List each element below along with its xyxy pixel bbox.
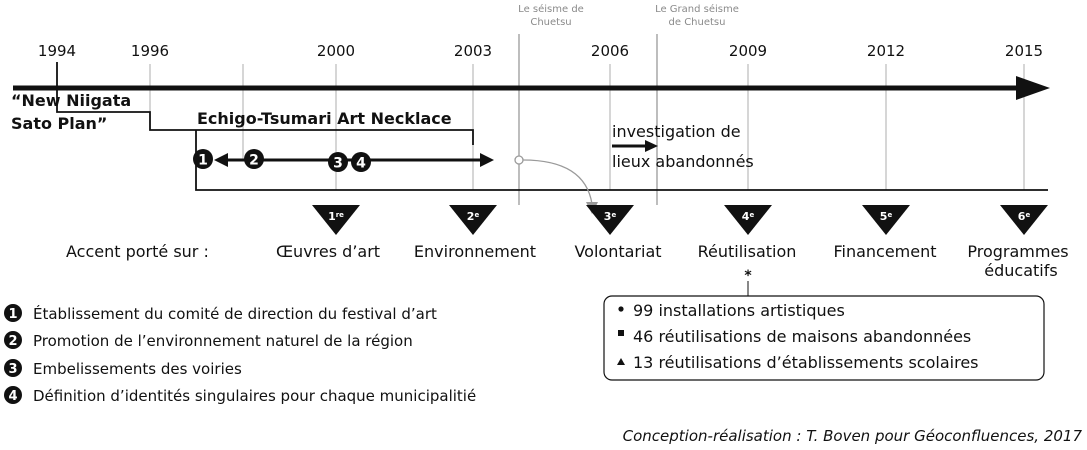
triangle-5-superscript: e: [887, 211, 892, 219]
reuse-bullet-circle-icon: [618, 306, 624, 312]
legend-item-1: 1 Établissement du comité de direction d…: [4, 304, 437, 323]
new-niigata-label-line2: Sato Plan”: [11, 114, 107, 133]
marker-1-number: 1: [198, 153, 208, 169]
investigation-arrow-head: [645, 140, 658, 152]
accent-label-programmes-line2: éducatifs: [984, 261, 1057, 280]
earthquake-chuetsu-line2: Chuetsu: [530, 17, 571, 28]
year-label-2012: 2012: [867, 42, 905, 60]
reuse-item-maisons: 46 réutilisations de maisons abandonnées: [633, 327, 971, 346]
new-niigata-plan-line: [56, 62, 474, 145]
year-label-2009: 2009: [729, 42, 767, 60]
accent-label-volontariat: Volontariat: [574, 242, 661, 261]
year-label-2006: 2006: [591, 42, 629, 60]
marker-3: 3: [328, 152, 348, 172]
legend-item-3-number: 3: [8, 362, 17, 377]
festival-period-arrow-left: [214, 153, 228, 167]
reuse-box: [603, 295, 1045, 381]
earthquake-chuetsu-line1: Le séisme de: [518, 3, 584, 15]
legend-item-1-number: 1: [8, 307, 17, 322]
reuse-item-installations: 99 installations artistiques: [633, 301, 845, 320]
accent-label-reutilisation: Réutilisation: [698, 242, 797, 261]
year-label-2015: 2015: [1005, 42, 1043, 60]
svg-text:2e: 2e: [467, 210, 480, 223]
marker-4: 4: [351, 152, 371, 172]
reuse-item-etablissements: 13 réutilisations d’établissements scola…: [633, 353, 979, 372]
year-label-1994: 1994: [38, 42, 76, 60]
triangle-5: 5e: [862, 205, 910, 235]
festival-period-arrow-right: [480, 153, 494, 167]
triangle-4-superscript: e: [749, 211, 754, 219]
triangle-1: 1re: [312, 205, 360, 235]
necklace-label: Echigo-Tsumari Art Necklace: [197, 109, 452, 128]
legend-item-2: 2 Promotion de l’environnement naturel d…: [4, 331, 413, 350]
marker-4-number: 4: [356, 156, 366, 172]
accent-label-environnement: Environnement: [414, 242, 536, 261]
investigation-label-line2: lieux abandonnés: [612, 152, 754, 171]
legend-item-3-text: Embelissements des voiries: [33, 360, 242, 378]
accent-label-programmes-line1: Programmes: [967, 242, 1068, 261]
main-timeline-arrowhead: [1016, 76, 1050, 100]
triangle-1-number: 1: [328, 210, 336, 223]
svg-text:4e: 4e: [742, 210, 755, 223]
triangle-3-superscript: e: [611, 211, 616, 219]
asterisk-marker: *: [744, 268, 752, 284]
triangle-4-number: 4: [742, 210, 750, 223]
triangle-1-superscript: re: [336, 211, 344, 219]
triangle-6-number: 6: [1018, 210, 1026, 223]
year-label-2000: 2000: [317, 42, 355, 60]
triangle-2: 2e: [449, 205, 497, 235]
marker-2: 2: [244, 149, 264, 169]
legend: 1 Établissement du comité de direction d…: [4, 304, 476, 405]
legend-item-2-text: Promotion de l’environnement naturel de …: [33, 332, 413, 350]
reuse-bullet-triangle-icon: [617, 358, 625, 365]
year-label-2003: 2003: [454, 42, 492, 60]
legend-item-4-text: Définition d’identités singulaires pour …: [33, 387, 476, 405]
legend-item-1-text: Établissement du comité de direction du …: [33, 304, 437, 323]
triangle-2-superscript: e: [474, 211, 479, 219]
svg-text:1re: 1re: [328, 210, 344, 223]
svg-text:3e: 3e: [604, 210, 617, 223]
accent-label-oeuvres: Œuvres d’art: [276, 242, 380, 261]
triangle-6: 6e: [1000, 205, 1048, 235]
legend-item-3: 3 Embelissements des voiries: [4, 359, 242, 378]
legend-item-4-number: 4: [8, 389, 17, 404]
earthquake-origin-dot: [514, 155, 524, 165]
legend-item-4: 4 Définition d’identités singulaires pou…: [4, 386, 476, 405]
svg-text:6e: 6e: [1018, 210, 1031, 223]
new-niigata-label-line1: “New Niigata: [11, 91, 131, 110]
triangle-3-number: 3: [604, 210, 612, 223]
earthquake-grand-chuetsu-line2: de Chuetsu: [669, 17, 726, 28]
triangle-4: 4e: [724, 205, 772, 235]
legend-item-2-number: 2: [8, 334, 17, 349]
triangle-3: 3e: [586, 205, 634, 235]
year-label-1996: 1996: [131, 42, 169, 60]
accent-label-financement: Financement: [833, 242, 936, 261]
necklace-plan-line: [195, 130, 1048, 191]
reuse-bullet-square-icon: [618, 330, 624, 336]
earthquake-influence-curve: [522, 159, 593, 205]
investigation-label-line1: investigation de: [612, 122, 741, 141]
earthquake-grand-chuetsu-line1: Le Grand séisme: [655, 3, 739, 15]
credit-line: Conception-réalisation : T. Boven pour G…: [623, 427, 1083, 445]
marker-3-number: 3: [333, 156, 343, 172]
marker-1: 1: [193, 149, 213, 169]
svg-text:5e: 5e: [880, 210, 893, 223]
triangle-5-number: 5: [880, 210, 888, 223]
year-tick-lines: [149, 64, 1025, 190]
triangle-6-superscript: e: [1025, 211, 1030, 219]
accent-label: Accent porté sur :: [66, 242, 209, 261]
marker-2-number: 2: [249, 153, 259, 169]
triangle-2-number: 2: [467, 210, 475, 223]
